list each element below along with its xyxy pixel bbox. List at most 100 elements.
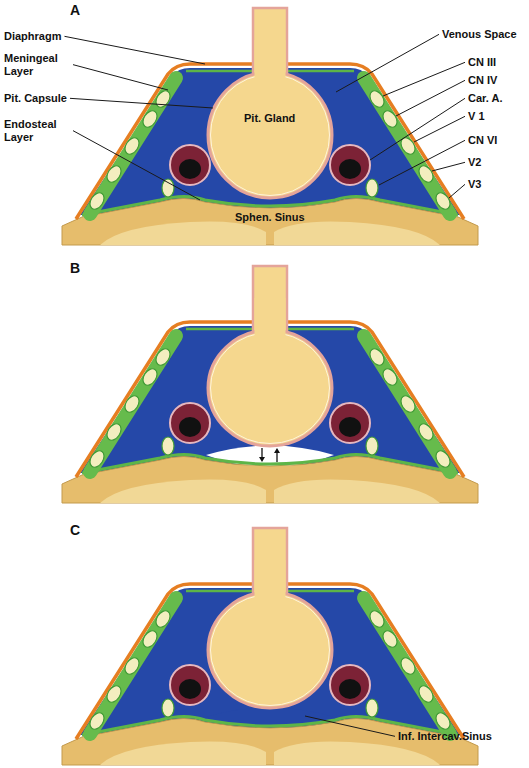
nerve [153,346,173,368]
nerve [104,163,124,185]
pituitary-gland [208,72,332,198]
leader-line [414,116,465,142]
carotid-artery [170,665,210,705]
meningeal-layer [186,70,253,73]
nerve [122,655,142,677]
sinus-cell [100,741,266,765]
carotid-artery [330,145,370,185]
nerve [380,366,400,388]
nerve [153,88,173,110]
sinus-cell [274,741,440,765]
carotid-lumen [179,159,201,179]
stalk-join [255,40,286,84]
leader-line [449,184,465,198]
nerve [380,628,400,650]
nerve [104,683,124,705]
nerve [87,190,107,212]
nerve [433,448,453,470]
nerve [416,683,436,705]
meningeal-layer [287,328,354,331]
leader-line [432,162,465,171]
nerve [153,608,173,630]
leader-line [396,80,465,116]
nerve [367,346,387,368]
nerve [367,608,387,630]
panel-figure [62,528,478,765]
nerve [104,421,124,443]
nerve [380,108,400,130]
structure-label: CN IV [468,74,497,87]
nerve [87,710,107,732]
meningeal-layer [186,590,253,593]
structure-label: CN VI [468,134,497,147]
structure-label: Pit. Gland [244,112,295,125]
endosteal-layer [82,455,458,474]
carotid-lumen [339,159,361,179]
panel-figure [62,8,478,245]
carotid-lumen [179,417,201,437]
stalk-join [255,298,286,342]
venous-space [80,68,460,215]
carotid-artery [330,665,370,705]
structure-label: Car. A. [468,92,502,105]
nerve [366,179,378,197]
nerve [433,710,453,732]
arrow-shaft [276,452,277,462]
carotid-artery [170,403,210,443]
sinus-cell [100,221,266,245]
pituitary-gland [208,330,332,446]
nerve [140,366,160,388]
leader-line [370,98,465,160]
leader-line [336,34,439,92]
leader-line [383,62,465,96]
venous-space [80,326,460,473]
nerve [122,393,142,415]
structure-label: V3 [468,178,481,191]
nerve [398,135,418,157]
leader-line [70,98,213,108]
structure-label: V2 [468,156,481,169]
nerve [398,393,418,415]
carotid-lumen [179,679,201,699]
nerve [367,88,387,110]
leader-line [73,131,200,200]
nerve [416,421,436,443]
nerve [162,437,174,455]
structure-label: Sphen. Sinus [235,211,305,224]
structure-label: Diaphragm [4,30,61,43]
meningeal-layer [287,590,354,593]
nerve [433,190,453,212]
nerve [122,135,142,157]
nerve [140,628,160,650]
panel-letter: C [70,522,80,538]
structure-label: Endosteal Layer [4,118,70,143]
meningeal-layer [287,70,354,73]
leader-line [379,140,465,185]
sinus-cell [274,221,440,245]
nerve [162,699,174,717]
carotid-lumen [339,417,361,437]
carotid-artery [170,145,210,185]
leader-line [305,716,395,736]
structure-label: V 1 [468,110,485,123]
structure-label: Meningeal Layer [4,52,70,77]
nerve [366,437,378,455]
pituitary-capsule [211,333,330,444]
structure-label: CN III [468,56,496,69]
nerve [162,179,174,197]
arrow-head [259,457,265,462]
nerve [398,655,418,677]
leader-lines [64,34,465,736]
carotid-artery [330,403,370,443]
panel-figure [62,266,478,503]
structure-label: Pit. Capsule [4,92,67,105]
nerve [416,163,436,185]
sinus-cell [274,479,440,503]
structure-label: Inf. Intercav.Sinus [398,730,492,743]
pituitary-capsule [211,595,330,706]
sinus-cell [100,479,266,503]
leader-line [73,65,168,90]
stalk-join [255,560,286,604]
venous-space [80,588,460,735]
arrow-head [274,448,280,453]
